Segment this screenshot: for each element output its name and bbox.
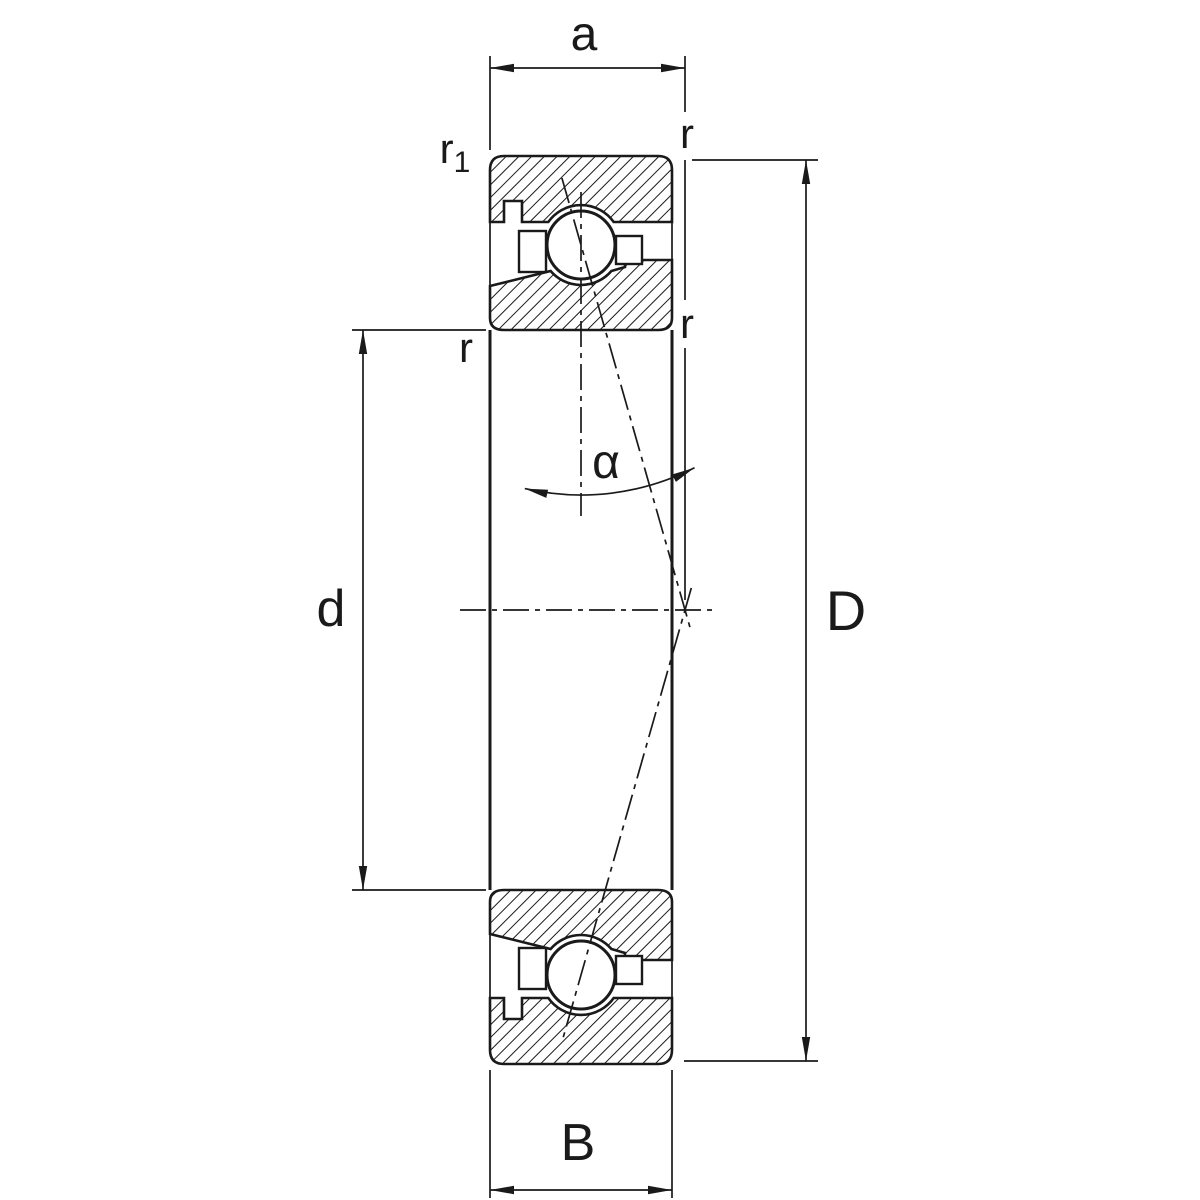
D-arrow-top <box>801 160 811 184</box>
contact-line-top <box>561 177 693 633</box>
d-arrow-bottom <box>358 866 368 890</box>
alpha-arrow-left <box>524 488 549 498</box>
cage-right-bottom <box>614 954 644 986</box>
alpha-label: α <box>592 436 620 489</box>
r-label-left: r <box>459 324 473 371</box>
cage-left-bottom <box>517 946 548 991</box>
dimension-D: D <box>684 159 866 1062</box>
cage-right-top <box>614 234 644 266</box>
B-label: B <box>561 1114 596 1172</box>
centerlines <box>460 177 718 1043</box>
a-arrow-right <box>661 63 685 73</box>
cage-left-top <box>517 229 548 274</box>
r1-label-sub: 1 <box>454 146 471 179</box>
d-label: d <box>317 580 346 638</box>
outer-ring-bottom <box>488 996 674 1066</box>
a-label: a <box>571 8 598 61</box>
dimension-d: d <box>317 329 486 891</box>
D-label: D <box>826 579 866 642</box>
D-arrow-bottom <box>801 1037 811 1061</box>
outer-ring-top <box>488 154 674 224</box>
chamfer-labels: r1 r r r <box>440 110 694 371</box>
dimension-B: B <box>489 1070 673 1198</box>
contact-line-bottom <box>561 587 693 1043</box>
a-arrow-left <box>490 63 514 73</box>
inner-ring-bottom <box>488 888 674 962</box>
r-label-top-right: r <box>680 110 694 157</box>
B-arrow-right <box>648 1185 672 1195</box>
r1-label-base: r <box>440 125 454 172</box>
r1-label: r1 <box>440 125 471 179</box>
r-label-mid-right: r <box>680 300 694 347</box>
d-arrow-top <box>358 330 368 354</box>
B-arrow-left <box>490 1185 514 1195</box>
angle-alpha-dimension: α <box>524 436 695 498</box>
alpha-arrow-right <box>672 467 695 482</box>
bottom-cut-section <box>488 888 674 1066</box>
